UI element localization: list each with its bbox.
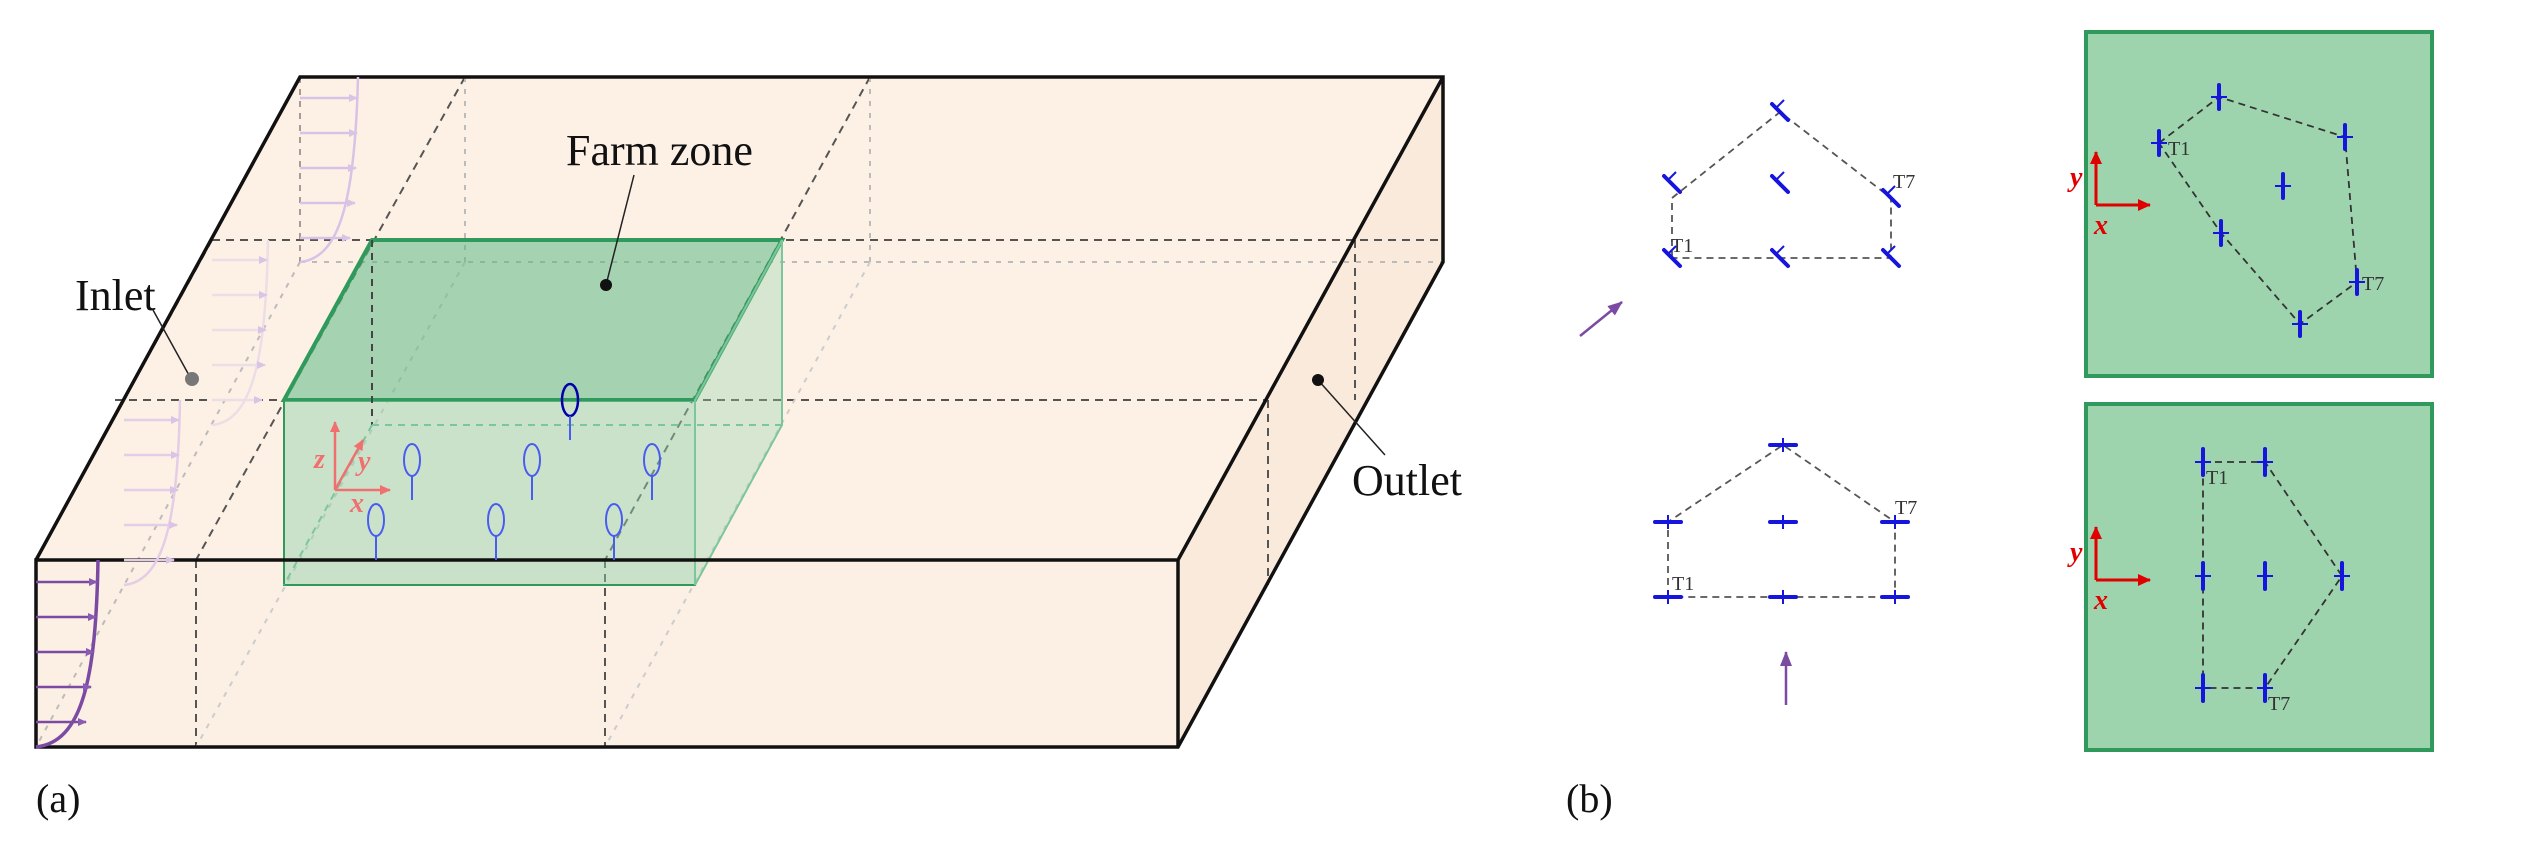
turbine-mark [1770, 102, 1790, 122]
farm-zone-box [280, 238, 786, 586]
inflow-profile-near [123, 399, 182, 587]
axis-3d-y-label: y [355, 446, 371, 477]
axis-x-label: x [2093, 585, 2108, 616]
turbine-3d [560, 382, 580, 440]
turbine-label-last: T7 [1893, 171, 1915, 193]
axis-3d-x-label: x [349, 488, 364, 519]
turbine-3d [523, 443, 541, 500]
turbine-label-first: T1 [1672, 573, 1694, 595]
turbine-mark [1662, 248, 1682, 268]
turbine-mark [1662, 174, 1682, 194]
axis-y-label: y [2067, 537, 2083, 568]
turbine-mark [1881, 188, 1901, 208]
layout-sketch-south: T1 T7 [1653, 438, 1917, 705]
turbine-mark [1770, 248, 1790, 268]
domain-side-face [1178, 77, 1443, 747]
layout-sketch-diagonal: T1 T7 [1579, 99, 1915, 337]
axis-3d-z-label: z [313, 444, 325, 475]
farm-zone-callout: Farm zone [566, 126, 753, 291]
turbine-label-first: T1 [1671, 235, 1693, 257]
panel-b-caption: (b) [1566, 776, 1613, 821]
inflow-profiles [35, 76, 360, 749]
panel-b: T1 T7 T1 T7 [1566, 30, 2434, 821]
turbine-3d [487, 503, 505, 560]
axis-x-label: x [2093, 210, 2108, 241]
turbines-3d [367, 382, 661, 560]
outlet-callout: Outlet [1312, 374, 1462, 505]
farm-zone-front [283, 399, 696, 586]
axis-y-label: y [2067, 162, 2083, 193]
domain-front-face [36, 560, 1178, 747]
axes-3d: z y x [313, 421, 391, 519]
turbine-label-last: T7 [2268, 693, 2290, 715]
inflow-profile-mid [211, 239, 270, 427]
inlet-callout: Inlet [75, 271, 199, 386]
farm-zone-label: Farm zone [566, 126, 753, 175]
turbine-label-last: T7 [1895, 497, 1917, 519]
turbine-3d [403, 443, 421, 500]
turbine-label-first: T1 [2168, 138, 2190, 160]
wind-direction-arrow [1579, 301, 1623, 337]
turbine-3d [605, 503, 623, 560]
turbine-3d [367, 503, 385, 560]
turbine-label-first: T1 [2206, 467, 2228, 489]
turbine-mark [1770, 174, 1790, 194]
inlet-label: Inlet [75, 271, 156, 320]
outlet-label: Outlet [1352, 456, 1462, 505]
panel-a-3d-domain: z y x [34, 75, 1462, 821]
inflow-profile-back [299, 76, 360, 264]
rotated-layout-box-1: T1 T7 y x [2067, 30, 2434, 378]
panel-a-caption: (a) [36, 776, 80, 821]
turbine-label-last: T7 [2362, 273, 2384, 295]
turbine-3d [643, 443, 661, 500]
domain-edges [34, 75, 1445, 749]
rotated-layout-box-2: T1 T7 y x [2067, 402, 2434, 752]
turbine-mark [1881, 248, 1901, 268]
inflow-profile-front [35, 559, 100, 749]
